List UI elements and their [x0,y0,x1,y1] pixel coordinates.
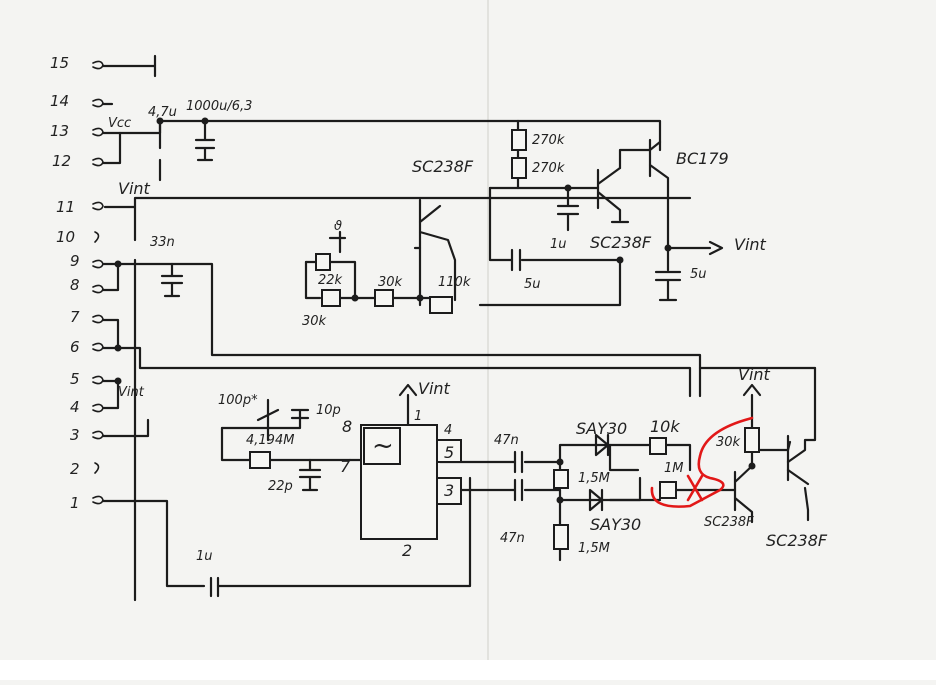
label-sc238f-b2: SC238F [766,531,828,550]
paper-edge [0,660,936,680]
label-r110k: 110k [438,275,471,290]
label-vint-pin11: Vint [118,179,151,198]
pin-9: 9 [70,252,80,270]
pin-6: 6 [70,338,80,356]
label-num-7: 7 [340,457,351,476]
label-c22p: 22p [268,479,293,494]
pin-10: 10 [56,228,75,246]
label-r1m: 1M [664,461,684,476]
label-c47n-b: 47n [500,531,525,546]
wiring [101,54,817,602]
crystal [249,451,271,469]
label-c1u-bottom: 1u [196,549,213,564]
resistor-1m [659,481,677,499]
label-c47n-a: 47n [494,433,519,448]
ic-pin3-box [436,477,462,505]
label-c10p: 10p [316,403,341,418]
label-c100p: 100p* [218,393,258,408]
label-vint-ic: Vint [418,379,451,398]
label-crystal: 4,194M [246,433,294,448]
pin-13: 13 [50,122,69,140]
label-bc179: BC179 [676,149,729,168]
resistor-110k [429,296,453,314]
pin-7: 7 [70,308,80,326]
label-ic-pin1: 1 [414,409,422,424]
resistor-270k-a [511,129,527,151]
label-r270k-b: 270k [532,161,565,176]
label-r30k-a: 30k [302,314,327,329]
label-theta: ϑ [334,219,342,234]
label-vcc: Vcc [108,116,131,131]
label-r270k-a: 270k [532,133,565,148]
label-r10k: 10k [650,417,680,436]
resistor-270k-b [511,157,527,179]
label-ic-pin5: 5 [444,443,454,462]
pin-3: 3 [70,426,80,444]
pin-5: 5 [70,370,80,388]
resistor-30k-b [374,289,394,307]
pin-11: 11 [56,198,75,216]
resistor-1-5m-a [553,469,569,489]
label-vint-right: Vint [738,365,771,384]
label-vint-pin5: Vint [118,385,145,400]
connector-contacts [92,60,104,505]
red-cross-mark [686,474,704,502]
label-sc238f-b1: SC238F [704,515,754,530]
label-c5u-b: 5u [690,267,707,282]
pin-14: 14 [50,92,69,110]
red-mark-label: X [690,497,691,499]
label-r30k-right: 30k [716,435,741,450]
label-ic-symbol: ~ [372,431,394,461]
label-sc238f-top: SC238F [412,157,474,176]
components [249,129,760,550]
label-r30k-b: 30k [378,275,403,290]
red-correction-line [650,416,754,508]
pin-12: 12 [52,152,71,170]
label-ic-pin3: 3 [444,481,454,500]
label-r22k: 22k [318,273,343,288]
label-c5u-a: 5u [524,277,541,292]
ic-oscillator-block [363,427,401,465]
pin-2: 2 [70,460,80,478]
label-c-supply: 1000u/6,3 [186,99,252,114]
label-r15m-a: 1,5M [578,471,610,486]
pin-8: 8 [70,276,80,294]
pin-4: 4 [70,398,80,416]
thermistor-22k [315,253,331,271]
junctions [114,117,756,504]
ic-pin5-box [436,439,462,463]
label-say30-b: SAY30 [590,515,641,534]
label-r15m-b: 1,5M [578,541,610,556]
resistor-30k-a [321,289,341,307]
label-sc238f-mid: SC238F [590,233,652,252]
resistor-10k [649,437,667,455]
label-ic-pin4: 4 [444,423,452,438]
pin-15: 15 [50,54,69,72]
label-r13: 4,7u [148,105,177,120]
label-c1u-mid: 1u [550,237,567,252]
label-c33n: 33n [150,235,175,250]
resistor-1-5m-b [553,524,569,550]
label-say30-a: SAY30 [576,419,627,438]
label-num-8: 8 [342,417,352,436]
pin-1: 1 [70,494,80,512]
label-vint-out: Vint [734,235,767,254]
label-ic-pin2: 2 [402,541,412,560]
resistor-30k-right [744,427,760,453]
